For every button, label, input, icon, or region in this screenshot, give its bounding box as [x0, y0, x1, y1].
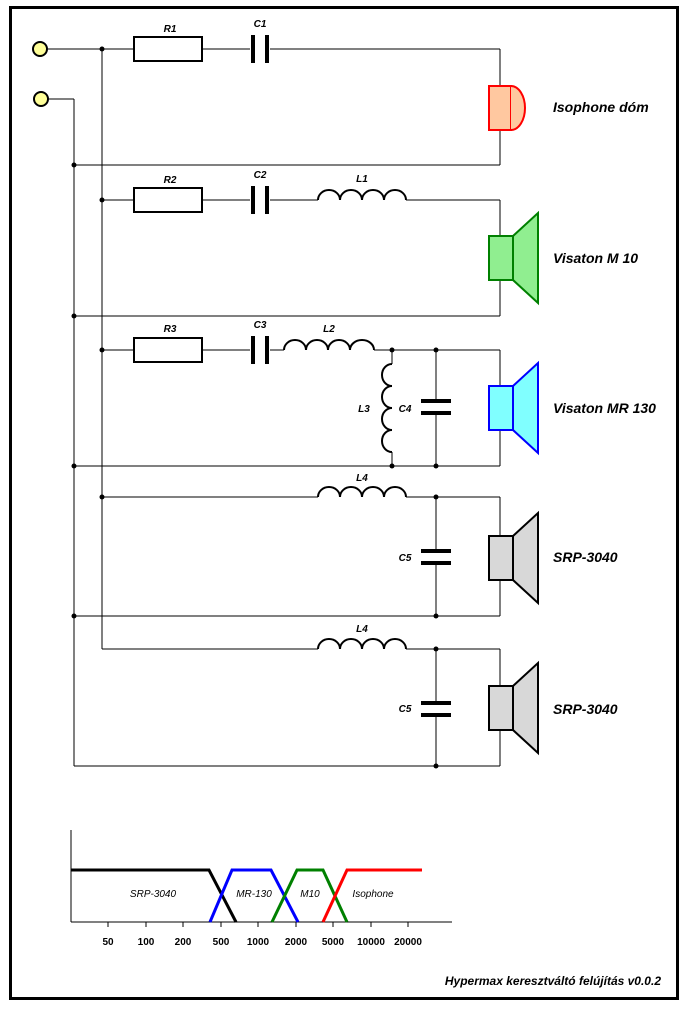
input-terminal-negative — [33, 91, 49, 107]
label-c4: C4 — [399, 404, 412, 415]
resistor-r2 — [133, 187, 203, 213]
band-curve-isophone — [321, 868, 422, 923]
tick-label: 50 — [102, 937, 114, 948]
tick-label: 1000 — [247, 937, 270, 948]
band-curve-srp — [71, 868, 238, 923]
input-terminal-positive — [32, 41, 48, 57]
tick-label: 2000 — [285, 937, 308, 948]
tick-label: 10000 — [357, 937, 385, 948]
label-r2: R2 — [164, 175, 177, 186]
label-l2: L2 — [323, 324, 335, 335]
band-label-m10: M10 — [300, 889, 320, 900]
capacitor-c4 — [421, 399, 451, 415]
band-label-srp: SRP-3040 — [130, 889, 177, 900]
resistor-r3 — [133, 337, 203, 363]
label-l3: L3 — [358, 404, 370, 415]
label-l4-b: L4 — [356, 624, 368, 635]
label-c1: C1 — [254, 19, 267, 30]
inductor-l3 — [381, 363, 393, 453]
diagram-frame — [9, 6, 679, 1000]
speaker-label-mr130: Visaton MR 130 — [553, 400, 656, 416]
tick-label: 500 — [213, 937, 230, 948]
inductor-l4-b — [317, 638, 407, 650]
inductor-l2 — [283, 339, 375, 351]
capacitor-c2 — [251, 186, 269, 214]
inductor-l4-a — [317, 486, 407, 498]
label-r1: R1 — [164, 24, 177, 35]
speaker-label-srp-b: SRP-3040 — [553, 701, 618, 717]
label-l4-a: L4 — [356, 473, 368, 484]
band-label-isophone: Isophone — [352, 889, 394, 900]
speaker-srp3040-a — [488, 510, 539, 606]
capacitor-c3 — [251, 336, 269, 364]
label-c2: C2 — [254, 170, 267, 181]
label-c5-b: C5 — [399, 704, 412, 715]
tick-label: 5000 — [322, 937, 345, 948]
speaker-label-isophone: Isophone dóm — [553, 99, 649, 115]
tick-label: 20000 — [394, 937, 422, 948]
speaker-label-m10: Visaton M 10 — [553, 250, 638, 266]
capacitor-c5-b — [421, 701, 451, 717]
tick-label: 100 — [138, 937, 155, 948]
label-c5-a: C5 — [399, 553, 412, 564]
speaker-visaton-m10 — [488, 210, 539, 306]
band-label-mr130: MR-130 — [236, 889, 272, 900]
tick-label: 200 — [175, 937, 192, 948]
label-r3: R3 — [164, 324, 177, 335]
resistor-r1 — [133, 36, 203, 62]
capacitor-c1 — [251, 35, 269, 63]
speaker-isophone-dome — [488, 85, 526, 131]
speaker-srp3040-b — [488, 660, 539, 756]
inductor-l1 — [317, 189, 407, 201]
frequency-chart: SRP-3040 MR-130 M10 Isophone 50 100 200 … — [70, 830, 452, 948]
footer-title: Hypermax keresztváltó felújítás v0.0.2 — [445, 974, 661, 988]
label-c3: C3 — [254, 320, 267, 331]
label-l1: L1 — [356, 174, 368, 185]
speaker-visaton-mr130 — [488, 360, 539, 456]
speaker-label-srp-a: SRP-3040 — [553, 549, 618, 565]
capacitor-c5-a — [421, 549, 451, 565]
